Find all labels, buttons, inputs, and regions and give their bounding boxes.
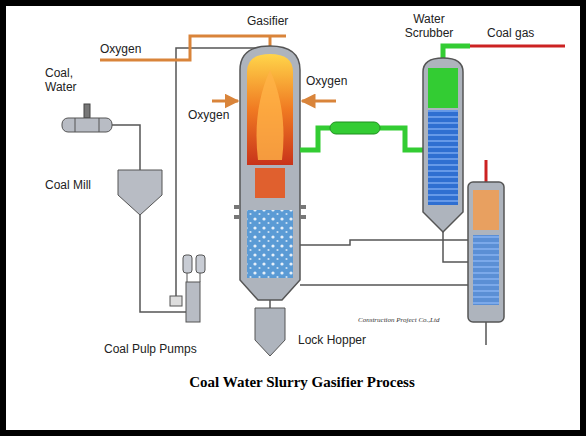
equipment-label: Gasifier (247, 14, 288, 28)
equipment-label: Coal Mill (45, 178, 91, 192)
stream-label: Oxygen (100, 42, 141, 56)
stream-label: Oxygen (188, 108, 229, 122)
stream-label: Coal, Water (45, 66, 90, 94)
watermark-text: Construction Project Co.,Ltd (358, 316, 439, 324)
equipment-label: Water Scrubber (398, 12, 460, 40)
stream-label: Oxygen (306, 74, 347, 88)
equipment-label: Coal Pulp Pumps (104, 342, 197, 356)
equipment-label: Lock Hopper (298, 333, 366, 347)
stream-label: Coal gas (487, 26, 534, 40)
diagram-title: Coal Water Slurry Gasifier Process (9, 374, 586, 391)
